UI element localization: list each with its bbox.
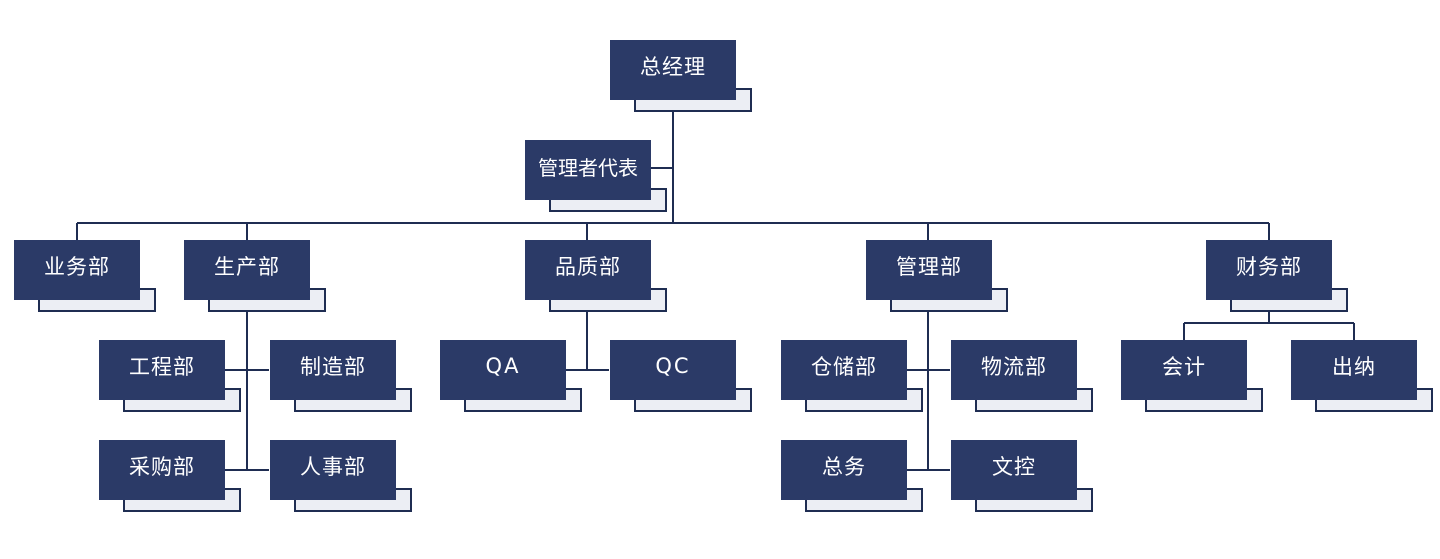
- node-admin-dept: 管理部: [866, 240, 1016, 312]
- node-finance-dept: 财务部: [1206, 240, 1356, 312]
- node-label: 出纳: [1291, 340, 1417, 400]
- node-label: 采购部: [99, 440, 225, 500]
- node-label: 文控: [951, 440, 1077, 500]
- node-label: 总务: [781, 440, 907, 500]
- node-label: 管理部: [866, 240, 992, 300]
- node-label: 工程部: [99, 340, 225, 400]
- node-document-control: 文控: [951, 440, 1101, 512]
- node-label: 仓储部: [781, 340, 907, 400]
- node-cashier: 出纳: [1291, 340, 1440, 412]
- node-warehouse: 仓储部: [781, 340, 931, 412]
- node-business-dept: 业务部: [14, 240, 164, 312]
- node-manufacturing: 制造部: [270, 340, 420, 412]
- node-label: 财务部: [1206, 240, 1332, 300]
- node-label: 物流部: [951, 340, 1077, 400]
- node-general-affairs: 总务: [781, 440, 931, 512]
- node-accounting: 会计: [1121, 340, 1271, 412]
- node-quality-dept: 品质部: [525, 240, 675, 312]
- node-label: 总经理: [610, 40, 736, 100]
- node-label: QA: [440, 340, 566, 400]
- node-purchasing: 采购部: [99, 440, 249, 512]
- node-production-dept: 生产部: [184, 240, 334, 312]
- node-hr: 人事部: [270, 440, 420, 512]
- node-engineering: 工程部: [99, 340, 249, 412]
- node-label: 生产部: [184, 240, 310, 300]
- node-logistics: 物流部: [951, 340, 1101, 412]
- node-label: QC: [610, 340, 736, 400]
- node-qc: QC: [610, 340, 760, 412]
- node-label: 人事部: [270, 440, 396, 500]
- node-label: 业务部: [14, 240, 140, 300]
- node-general-manager: 总经理: [610, 40, 760, 112]
- node-label: 制造部: [270, 340, 396, 400]
- node-management-representative: 管理者代表: [525, 140, 675, 212]
- node-label: 管理者代表: [525, 140, 651, 200]
- node-qa: QA: [440, 340, 590, 412]
- node-label: 品质部: [525, 240, 651, 300]
- node-label: 会计: [1121, 340, 1247, 400]
